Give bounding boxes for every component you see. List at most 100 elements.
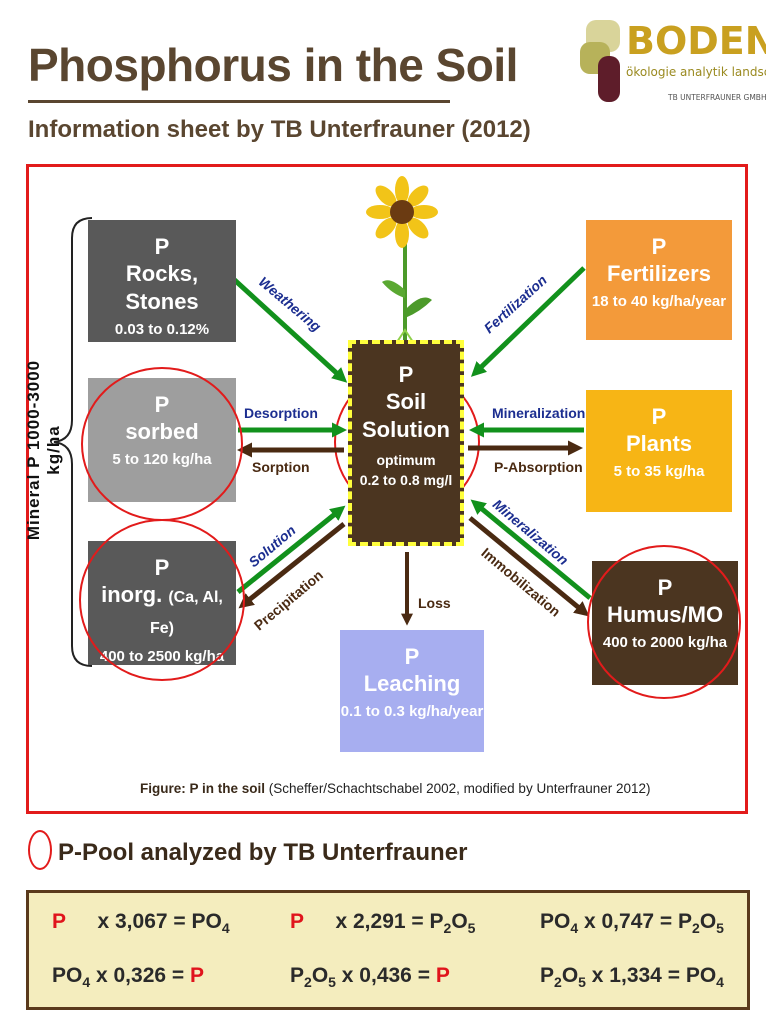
legend-text: P-Pool analyzed by TB Unterfrauner xyxy=(58,839,468,866)
page-title: Phosphorus in the Soil xyxy=(28,39,518,91)
fertilization-arrow xyxy=(470,266,586,377)
fertilizers-value: 18 to 40 kg/ha/year xyxy=(591,293,727,310)
sorption-label: Sorption xyxy=(252,459,310,475)
mineral-brace xyxy=(53,217,93,667)
boden-logo: BODEN ökologie analytik landschaft TB UN… xyxy=(576,12,768,108)
precipitation-arrow xyxy=(238,522,346,609)
leaching-p-symbol: P xyxy=(404,644,420,669)
inorg-name-line: inorg. (Ca, Al, Fe) xyxy=(88,581,236,643)
f3-left-sub: 4 xyxy=(570,920,579,937)
f3-right-sub2: 5 xyxy=(716,920,724,937)
logo-mark: BODEN ökologie analytik landschaft TB UN… xyxy=(580,19,768,102)
diagram-frame xyxy=(26,164,748,814)
f2-right-sub2: 5 xyxy=(467,920,476,937)
formula-po4-to-p2o5: PO4 x 0,747 = P2O5 xyxy=(540,910,724,936)
inorg-p-symbol: P xyxy=(154,555,170,580)
f5-left-sub1: 2 xyxy=(304,974,312,991)
f2-right-sub1: 2 xyxy=(443,920,452,937)
f3-left: PO xyxy=(540,910,571,933)
humus-name: Humus/MO xyxy=(606,602,724,627)
legend-circle-icon xyxy=(28,830,52,870)
f6-right: PO xyxy=(685,964,717,987)
f2-right: P xyxy=(429,910,444,933)
humus-value: 400 to 2000 kg/ha xyxy=(602,634,728,651)
f6-right-sub: 4 xyxy=(716,974,724,991)
logo-company: TB UNTERFRAUNER GMBH xyxy=(667,93,766,102)
logo-brand: BODEN xyxy=(626,19,766,63)
solution-p-symbol: P xyxy=(398,362,414,387)
formula-p2o5-to-po4: P2O5 x 1,334 = PO4 xyxy=(540,964,724,990)
formula-po4-to-p: PO4 x 0,326 = P xyxy=(52,964,204,990)
f5-factor: x 0,436 = xyxy=(341,964,430,987)
p-absorption-label: P-Absorption xyxy=(494,459,583,475)
rocks-p-symbol: P xyxy=(154,234,170,259)
rocks-stones-box: P Rocks, Stones 0.03 to 0.12% xyxy=(88,220,236,342)
f6-left-sub1: 2 xyxy=(554,974,562,991)
sorbed-value: 5 to 120 kg/ha xyxy=(112,451,212,468)
f5-right: P xyxy=(435,964,450,987)
f4-left: PO xyxy=(52,964,83,987)
f2-factor: x 2,291 = xyxy=(335,910,424,933)
sorbed-p-symbol: P xyxy=(154,392,170,417)
solution-arrow xyxy=(236,505,346,594)
sorbed-name: sorbed xyxy=(125,419,199,444)
f1-factor: x 3,067 = xyxy=(97,910,186,933)
f3-factor: x 0,747 = xyxy=(583,910,673,933)
f1-right: PO xyxy=(191,910,222,933)
humus-p-symbol: P xyxy=(657,575,673,600)
solution-name-1: Soil xyxy=(385,389,427,414)
title-underline xyxy=(28,100,450,103)
mineralization-plants-label: Mineralization xyxy=(492,405,586,421)
f5-left: P xyxy=(290,964,305,987)
sorbed-box: P sorbed 5 to 120 kg/ha xyxy=(88,378,236,502)
loss-label: Loss xyxy=(418,595,451,611)
caption-bold: Figure: P in the soil xyxy=(140,781,266,796)
fertilizers-name: Fertilizers xyxy=(607,261,711,286)
inorganic-box: P inorg. (Ca, Al, Fe) 400 to 2500 kg/ha xyxy=(88,541,236,665)
weathering-arrow xyxy=(226,272,348,383)
rocks-value: 0.03 to 0.12% xyxy=(114,321,210,338)
f4-left-sub: 4 xyxy=(82,974,91,991)
f4-right: P xyxy=(190,964,205,987)
immobilization-arrow xyxy=(468,516,590,617)
f3-right-sub1: 2 xyxy=(692,920,700,937)
formula-p-to-p2o5: P x 2,291 = P2O5 xyxy=(290,910,475,936)
rocks-name: Rocks, Stones xyxy=(125,261,199,314)
page-subtitle: Information sheet by TB Unterfrauner (20… xyxy=(28,116,531,143)
inorg-name: inorg. xyxy=(101,582,163,607)
plants-box: P Plants 5 to 35 kg/ha xyxy=(586,390,732,512)
inorg-value: 400 to 2500 kg/ha xyxy=(99,648,225,665)
formula-p2o5-to-p: P2O5 x 0,436 = P xyxy=(290,964,450,990)
leaching-value: 0.1 to 0.3 kg/ha/year xyxy=(340,703,484,720)
formula-p-to-po4: P x 3,067 = PO4 xyxy=(52,910,230,936)
f1-left: P xyxy=(52,910,66,933)
mineralization-humus-arrow xyxy=(470,499,592,600)
solution-value-1: optimum xyxy=(376,452,436,468)
leaching-box: P Leaching 0.1 to 0.3 kg/ha/year xyxy=(340,630,484,752)
humus-box: P Humus/MO 400 to 2000 kg/ha xyxy=(592,561,738,685)
f6-factor: x 1,334 = xyxy=(591,964,680,987)
solution-value-2: 0.2 to 0.8 mg/l xyxy=(359,472,453,488)
figure-caption: Figure: P in the soil (Scheffer/Schachts… xyxy=(140,781,651,796)
fertilizers-p-symbol: P xyxy=(651,234,667,259)
logo-tagline: ökologie analytik landschaft xyxy=(626,65,766,79)
desorption-label: Desorption xyxy=(244,405,318,421)
f6-left-sub2: 5 xyxy=(578,974,586,991)
solution-name-2: Solution xyxy=(362,417,450,442)
f5-left-mid: O xyxy=(311,964,329,987)
leaching-name: Leaching xyxy=(363,671,461,696)
plants-p-symbol: P xyxy=(651,404,667,429)
plants-value: 5 to 35 kg/ha xyxy=(613,463,705,480)
f1-right-sub: 4 xyxy=(221,920,230,937)
soil-solution-box: P Soil Solution optimum 0.2 to 0.8 mg/l xyxy=(348,340,464,546)
f3-right: P xyxy=(678,910,693,933)
conversion-formulas xyxy=(26,890,750,1010)
f2-left: P xyxy=(290,910,304,933)
plants-name: Plants xyxy=(625,431,693,456)
caption-source: (Scheffer/Schachtschabel 2002, modified … xyxy=(268,781,651,796)
f3-right-mid: O xyxy=(699,910,717,933)
f5-left-sub2: 5 xyxy=(328,974,336,991)
fertilizers-box: P Fertilizers 18 to 40 kg/ha/year xyxy=(586,220,732,340)
f4-factor: x 0,326 = xyxy=(95,964,185,987)
